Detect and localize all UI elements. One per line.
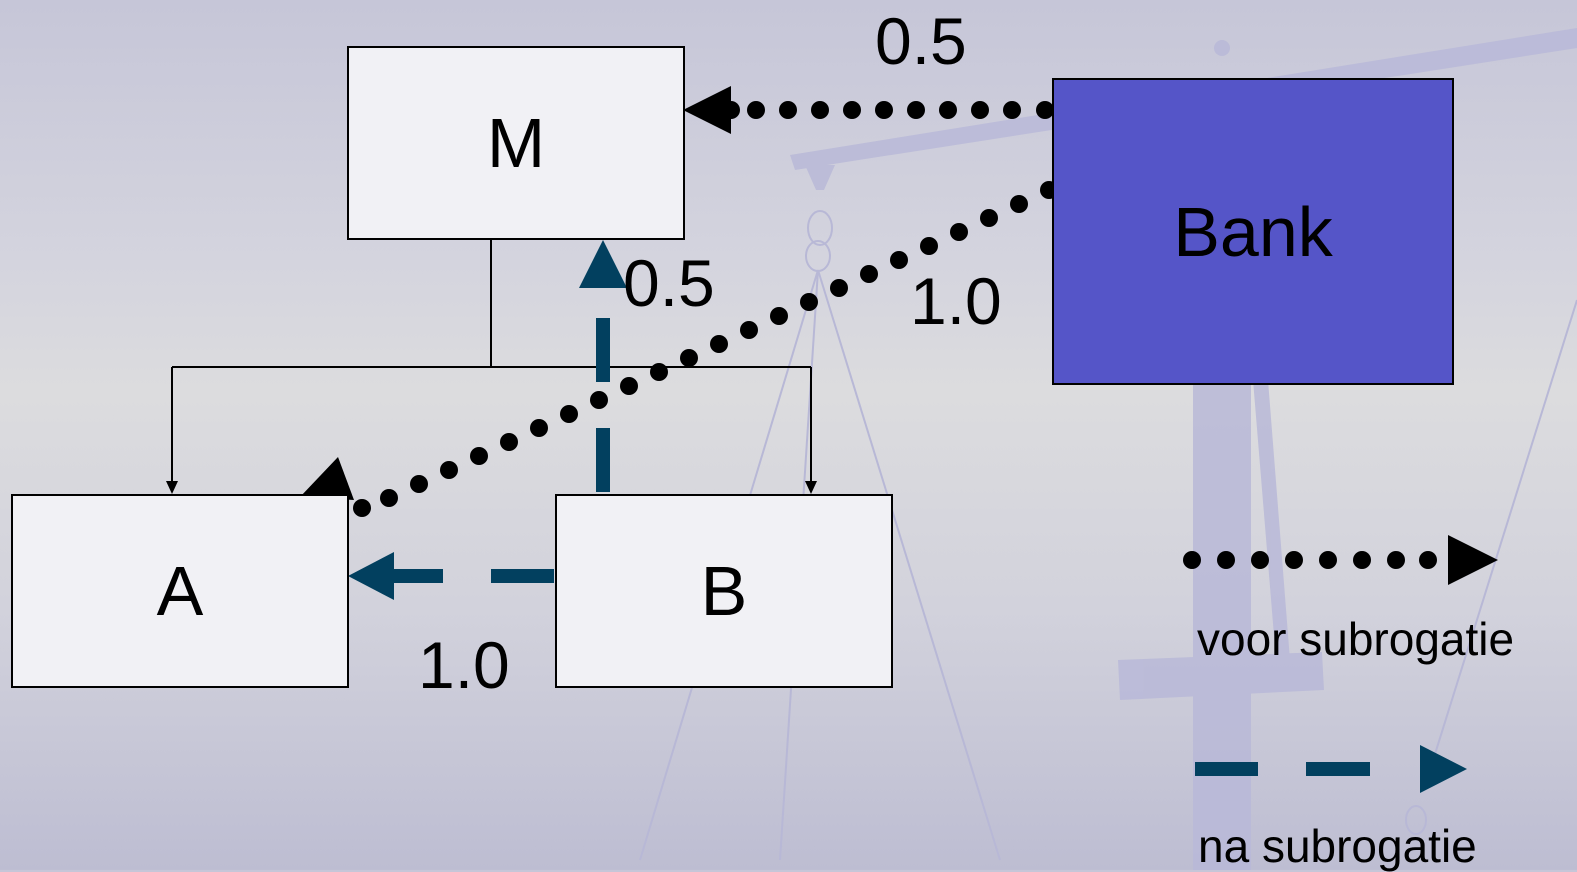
legend-dashed-label: na subrogatie — [1198, 820, 1477, 872]
node-a-label: A — [156, 552, 204, 630]
dotted-arrow-bank-to-a — [300, 181, 1058, 517]
legend-dotted-label: voor subrogatie — [1197, 613, 1515, 665]
node-bank-label: Bank — [1173, 192, 1333, 271]
dashed-arrow-b-to-m — [579, 240, 627, 492]
edge-label-b-to-a: 1.0 — [418, 628, 510, 702]
node-b-label: B — [700, 552, 748, 630]
edge-label-bank-to-m: 0.5 — [875, 4, 967, 78]
node-bank: Bank — [1052, 78, 1454, 385]
node-m: M — [347, 46, 685, 240]
node-b: B — [555, 494, 893, 688]
dotted-arrow-bank-to-m — [683, 86, 1054, 134]
dashed-arrow-b-to-a — [348, 552, 554, 600]
tree-arrowhead-a — [166, 481, 178, 494]
edge-label-b-to-m: 0.5 — [623, 246, 715, 320]
legend-dotted-arrow — [1183, 535, 1498, 585]
legend-dashed-arrow — [1195, 745, 1467, 793]
node-m-label: M — [486, 104, 546, 182]
node-a: A — [11, 494, 349, 688]
tree-arrowhead-b — [805, 481, 817, 494]
edge-label-bank-to-a: 1.0 — [910, 264, 1002, 338]
